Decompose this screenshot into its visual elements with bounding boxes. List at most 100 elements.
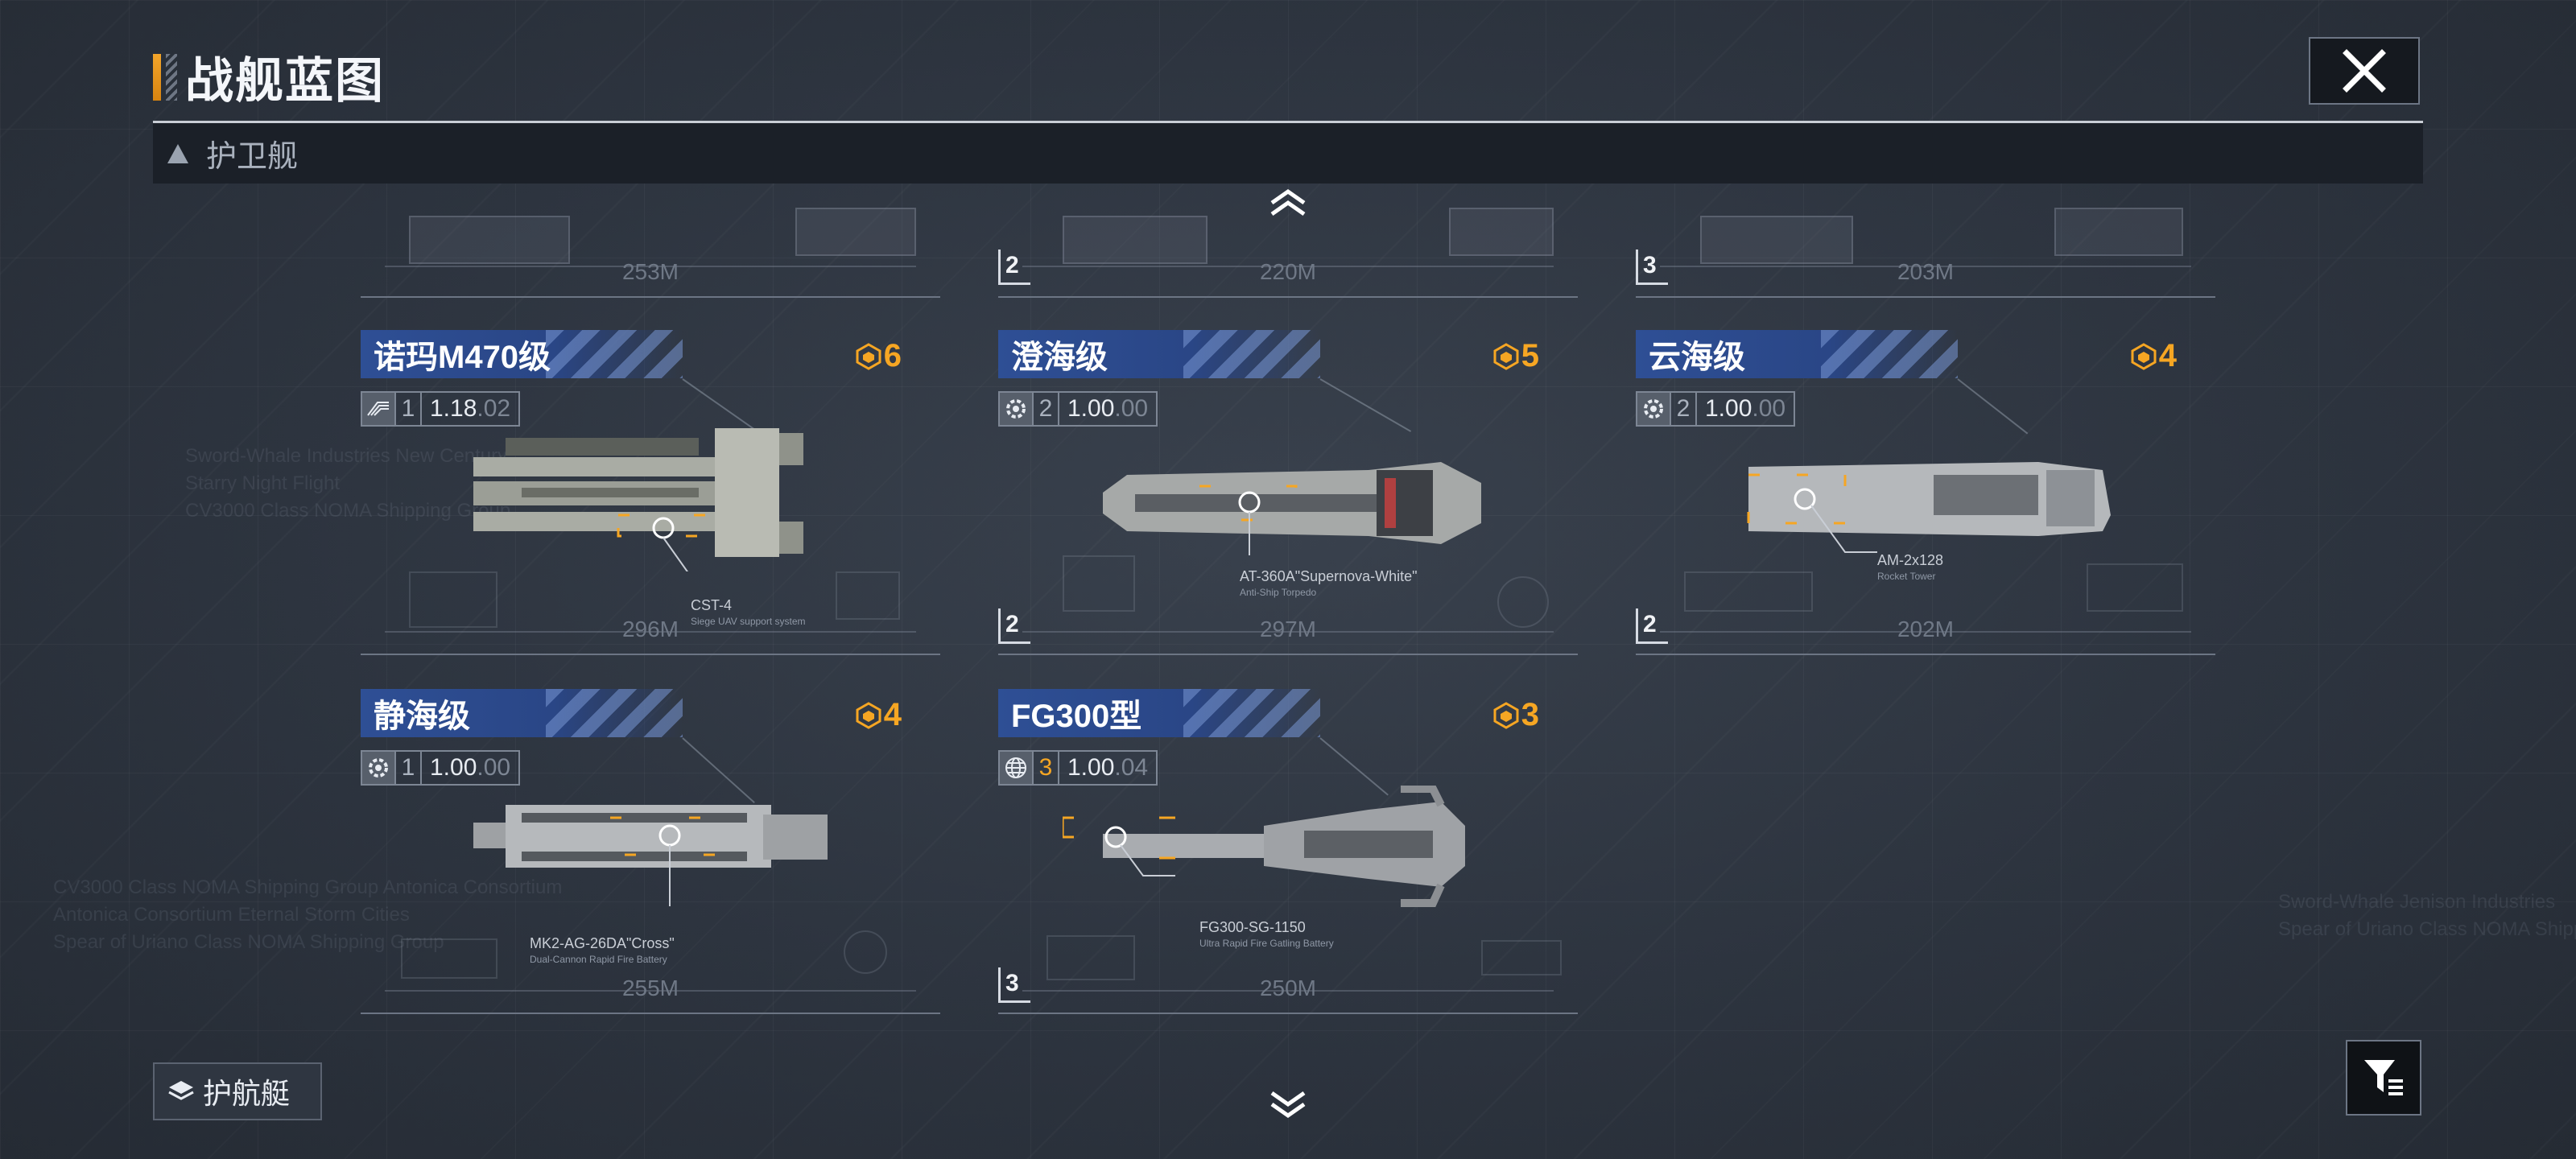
close-icon (2343, 49, 2386, 93)
gear-icon (361, 750, 396, 786)
weapon-description: Ultra Rapid Fire Gatling Battery (1199, 938, 1334, 949)
blueprint-outline (401, 938, 497, 979)
ratio-main: 1.00 (430, 754, 477, 781)
blueprint-outline (1700, 216, 1853, 264)
scale-line (1660, 266, 2191, 267)
tier-value: 1 (396, 750, 422, 786)
filter-icon (2364, 1060, 2403, 1095)
ship-name-bar: 静海级 (361, 689, 683, 737)
ship-length: 250M (1259, 975, 1317, 1000)
weapon-description: Siege UAV support system (691, 616, 806, 627)
blueprint-outline (1497, 576, 1549, 628)
cost-hex-icon (1493, 342, 1519, 370)
scroll-down-button[interactable] (1264, 1087, 1312, 1122)
ship-stats: 1 1.00.00 (361, 750, 521, 786)
ratio-value: 1.00.00 (1697, 391, 1796, 427)
blueprint-outline (1684, 571, 1813, 612)
collapse-triangle-icon (167, 143, 188, 163)
page-header: 战舰蓝图 (153, 42, 385, 112)
ship-stats: 1 1.18.02 (361, 391, 521, 427)
ship-card-partial[interactable]: 253M (361, 184, 940, 298)
cost-hex-icon (856, 342, 881, 370)
blueprint-outline (1063, 555, 1135, 612)
ship-length: 203M (1897, 259, 1955, 284)
scale-line (385, 631, 916, 633)
cost-value: 5 (1521, 338, 1539, 373)
scale-line (1660, 631, 2191, 633)
card-divider (998, 1013, 1578, 1014)
ratio-value: 1.18.02 (422, 391, 521, 427)
weapon-label: MK2-AG-26DA"Cross"Dual-Cannon Rapid Fire… (530, 935, 675, 965)
blueprint-outline (2054, 208, 2183, 256)
card-divider (361, 654, 940, 655)
close-button[interactable] (2309, 37, 2420, 105)
scale-line (1022, 631, 1554, 633)
cost-hex-icon (2131, 342, 2157, 370)
cost-badge: 4 (855, 697, 902, 733)
ship-name: 澄海级 (1011, 340, 1108, 375)
ship-length: 296M (621, 617, 679, 641)
speed-icon (361, 391, 396, 427)
title-stripe (166, 53, 177, 101)
ship-card-partial[interactable]: 2 220M (998, 184, 1578, 298)
weapon-name: CST-4 (691, 597, 733, 613)
ratio-decimal: .04 (1114, 754, 1149, 781)
card-divider (1636, 654, 2215, 655)
ship-name-bar: 澄海级 (998, 330, 1320, 378)
weapon-name: AM-2x128 (1877, 552, 1944, 568)
ratio-decimal: .00 (1752, 395, 1786, 422)
blueprint-outline (1046, 935, 1135, 980)
ship-length: 253M (621, 259, 679, 284)
category-label: 护卫舰 (206, 140, 299, 174)
ship-blueprint-image (1063, 786, 1465, 907)
cost-value: 3 (1521, 697, 1539, 732)
cost-value: 6 (883, 338, 902, 373)
blueprint-outline (2087, 563, 2183, 612)
scale-line (1022, 990, 1554, 992)
tier-value: 3 (1034, 750, 1059, 786)
weapon-label: AT-360A"Supernova-White"Anti-Ship Torped… (1240, 568, 1418, 598)
ratio-main: 1.00 (1705, 395, 1752, 422)
ship-name-bar: FG300型 (998, 689, 1320, 737)
weapon-name: MK2-AG-26DA"Cross" (530, 935, 675, 951)
ship-card-partial[interactable]: 3 203M (1636, 184, 2215, 298)
globe-icon (998, 750, 1034, 786)
blueprint-outline (409, 571, 497, 628)
tier-value: 1 (396, 391, 422, 427)
cost-value: 4 (883, 697, 902, 732)
weapon-name: FG300-SG-1150 (1199, 919, 1306, 935)
sub-category-button[interactable]: 护航艇 (153, 1062, 322, 1120)
scale-line (385, 990, 916, 992)
ratio-main: 1.18 (430, 395, 477, 422)
blueprint-outline (1481, 940, 1562, 975)
ratio-value: 1.00.00 (1059, 391, 1158, 427)
title-accent (153, 53, 161, 101)
ship-blueprint-image (1747, 462, 2111, 553)
tier-value: 2 (1034, 391, 1059, 427)
ship-stats: 3 1.00.04 (998, 750, 1158, 786)
ratio-main: 1.00 (1067, 395, 1115, 422)
ship-length: 297M (1259, 617, 1317, 641)
blueprint-outline (1063, 216, 1208, 264)
ratio-decimal: .02 (477, 395, 511, 422)
cost-value: 4 (2158, 338, 2177, 373)
slot-badge: 3 (1636, 250, 1668, 285)
weapon-description: Anti-Ship Torpedo (1240, 587, 1317, 598)
ship-name-bar: 诺玛M470级 (361, 330, 683, 378)
filter-button[interactable] (2346, 1040, 2421, 1116)
blueprint-outline (844, 930, 887, 974)
ship-name: 静海级 (374, 699, 470, 734)
cost-badge: 3 (1492, 697, 1539, 733)
category-bar[interactable]: 护卫舰 (153, 121, 2423, 184)
scroll-up-button[interactable] (1264, 185, 1312, 221)
ship-card[interactable]: 澄海级 5 2 1.00.00 AT-360A"Supernova-White"… (998, 330, 1578, 655)
slot-badge: 2 (998, 250, 1030, 285)
ship-length: 255M (621, 975, 679, 1000)
ship-card[interactable]: 静海级 4 1 1.00.00 MK2-AG-26DA"Cross"Dual-C… (361, 689, 940, 1014)
ship-name: 诺玛M470级 (374, 340, 551, 375)
